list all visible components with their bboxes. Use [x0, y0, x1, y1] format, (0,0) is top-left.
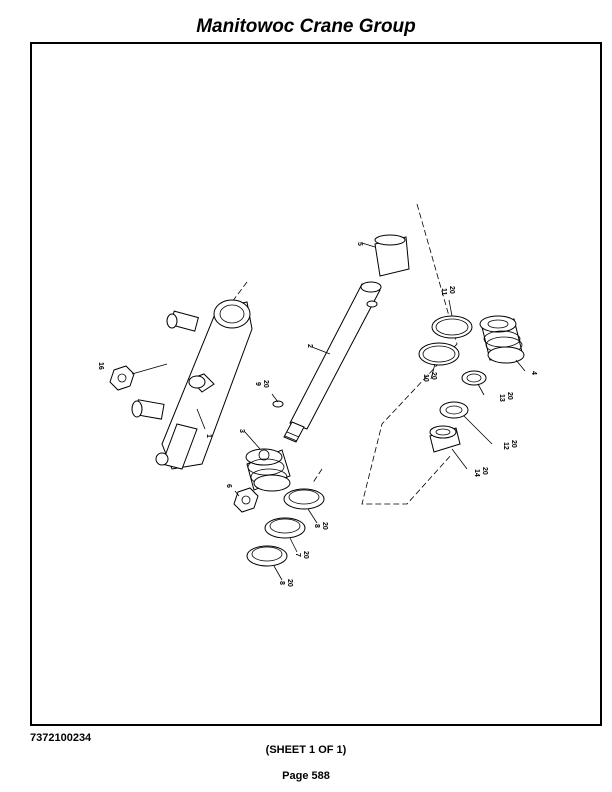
callout-4: 4: [530, 371, 537, 375]
part-7-seal: [264, 517, 306, 539]
callout-13: 13: [498, 394, 505, 402]
part-1-barrel: [155, 299, 253, 470]
callout-13-qty: 20: [506, 392, 513, 400]
part-12-wiper: [439, 401, 469, 419]
callout-16: 16: [97, 362, 104, 370]
callout-3: 3: [238, 429, 245, 433]
callout-8-upper: 8: [313, 524, 320, 528]
callout-9: 9: [254, 382, 261, 386]
part-11-o-ring: [431, 315, 473, 339]
callout-10-qty: 20: [430, 372, 437, 380]
part-8-seal-lower: [246, 545, 288, 567]
callout-8-lower: 8: [278, 581, 285, 585]
exploded-view-diagram: 5 2 16 1 3 6 9 20 8 20 7 20 8 20 11 20 1…: [97, 203, 537, 587]
barrel-port-fitting-lower: [131, 399, 165, 420]
part-3-piston: [245, 448, 291, 492]
callout-11: 11: [440, 288, 447, 296]
callout-8-lower-qty: 20: [286, 579, 293, 587]
callout-14-qty: 20: [481, 467, 488, 475]
callout-9-qty: 20: [262, 380, 269, 388]
callout-7-qty: 20: [302, 551, 309, 559]
callout-10: 10: [422, 374, 429, 382]
part-4-gland: [479, 315, 525, 364]
leader-lines: [196, 242, 526, 581]
callout-6: 6: [225, 484, 232, 488]
page-number: Page 588: [282, 770, 330, 782]
part-5-tube: [374, 234, 410, 277]
piston-centerline: [311, 468, 323, 485]
part-9-ring: [272, 400, 284, 408]
part-2-rod: [283, 281, 382, 443]
callout-11-qty: 20: [448, 286, 455, 294]
barrel-port-fitting-upper: [166, 310, 199, 332]
part-6-nut: [233, 487, 259, 513]
callout-5: 5: [356, 242, 363, 246]
callout-7: 7: [294, 553, 301, 557]
callout-8-upper-qty: 20: [321, 522, 328, 530]
part-14-bushing: [429, 425, 461, 453]
barrel-centerline: [231, 281, 248, 303]
callout-2: 2: [306, 344, 313, 348]
diagram-frame: 5 2 16 1 3 6 9 20 8 20 7 20 8 20 11 20 1…: [30, 42, 602, 726]
callout-12: 12: [502, 442, 509, 450]
part-16-nut: [109, 363, 168, 391]
part-8-seal-upper: [283, 488, 325, 510]
callout-12-qty: 20: [510, 440, 517, 448]
sheet-label: (SHEET 1 OF 1): [265, 744, 347, 756]
page-title: Manitowoc Crane Group: [196, 16, 416, 37]
callout-1: 1: [205, 434, 212, 438]
part-10-o-ring: [418, 342, 460, 366]
part-13-seal: [461, 370, 487, 386]
callout-14: 14: [473, 469, 480, 477]
document-number: 7372100234: [30, 732, 92, 744]
